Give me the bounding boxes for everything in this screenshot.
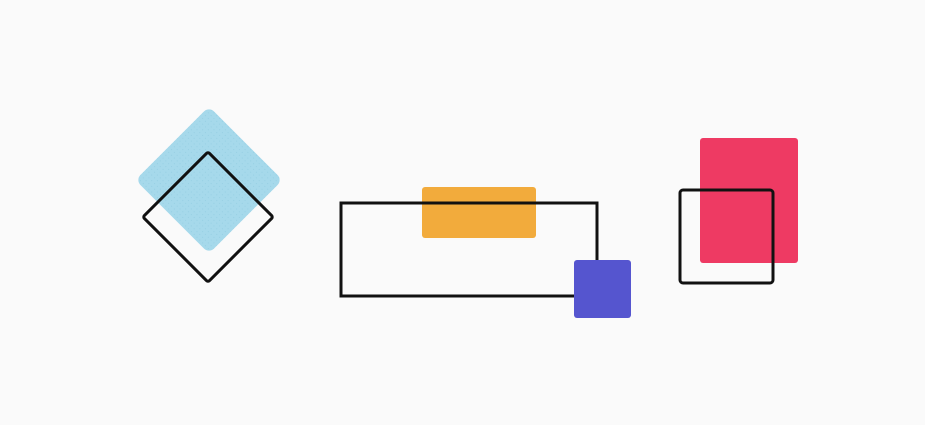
outlined-rectangle	[339, 201, 599, 298]
diamond-group	[138, 109, 280, 283]
red-rectangle	[700, 138, 798, 263]
orange-bar	[422, 187, 536, 238]
rectangle-group	[339, 187, 631, 318]
outlined-diamond	[142, 151, 274, 283]
filled-diamond	[138, 109, 280, 251]
square-group	[678, 138, 798, 285]
outlined-square	[678, 188, 775, 285]
purple-square	[574, 260, 631, 318]
